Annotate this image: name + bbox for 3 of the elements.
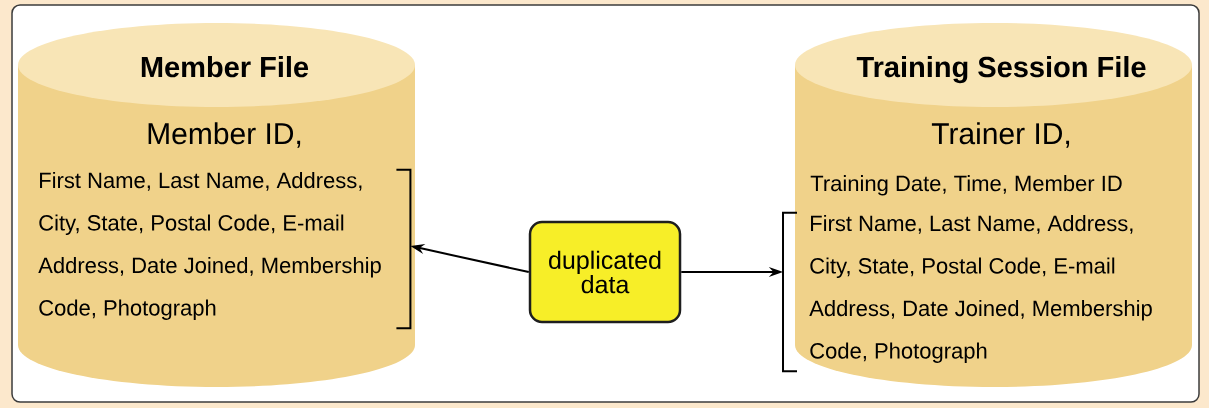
bracketed-field-list: First Name, Last Name, Address, City, State, Postal Code, E-mail Address, Date Joined, Membership Code, Photograph: [782, 211, 1152, 373]
callout-box: duplicated data: [528, 220, 682, 324]
bracketed-field-list: First Name, Last Name, Address, City, State, Postal Code, E-mail Address, Date Joined, Membership Code, Photograph: [38, 168, 412, 330]
